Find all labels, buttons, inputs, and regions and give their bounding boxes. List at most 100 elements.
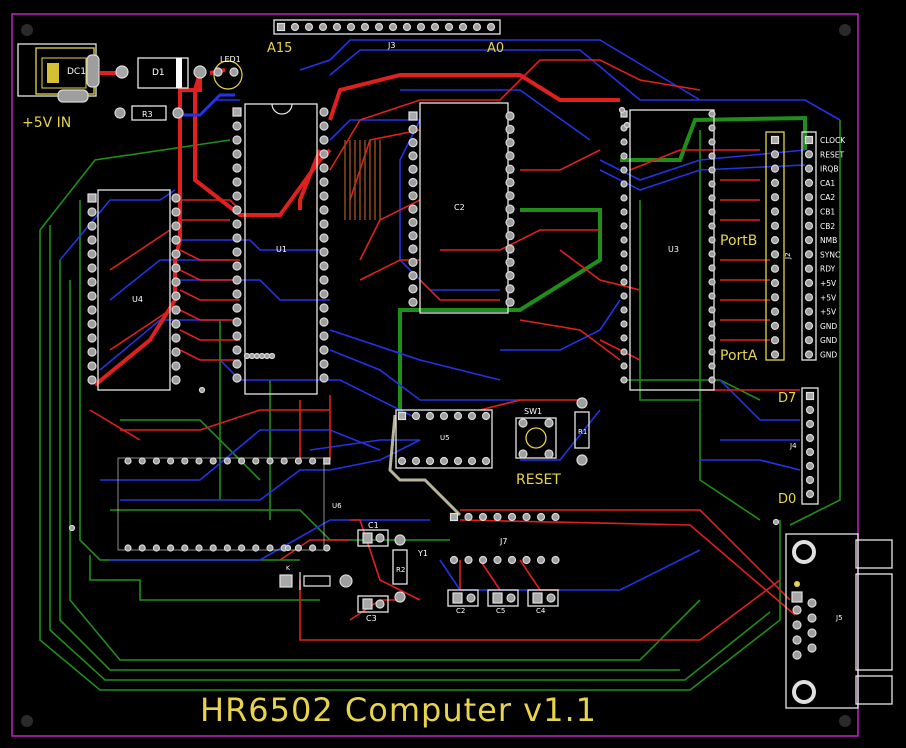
ic-pin [708, 180, 716, 188]
ic-pin [195, 457, 203, 465]
power-trace-blue [180, 93, 235, 117]
header-pin [770, 236, 780, 245]
ref-j3: J3 [387, 41, 395, 50]
header-pin [551, 555, 560, 565]
ic-pin [232, 121, 242, 131]
ic-pin [232, 149, 242, 159]
header-pin [374, 22, 384, 32]
header-pin [478, 555, 488, 565]
header-pin [770, 135, 780, 145]
ic-pin [171, 249, 181, 259]
ic-pin [232, 135, 242, 145]
ic-pin [505, 244, 515, 254]
ic-pin [620, 320, 628, 328]
ic-pin [319, 107, 329, 117]
ic-pin [309, 544, 317, 552]
ic-pin [223, 457, 231, 465]
header-pin [804, 236, 814, 245]
header-pin [770, 350, 780, 359]
ic-pin [319, 373, 329, 383]
ic-pin [319, 359, 329, 369]
header-pin [804, 293, 814, 302]
capacitor-c1: C1 [357, 521, 389, 547]
ic-pin [87, 361, 97, 371]
ic-pin [505, 204, 515, 214]
header-pin [770, 193, 780, 202]
ref-u4: U4 [132, 295, 143, 304]
reset-switch-sw1[interactable]: SW1 [515, 407, 557, 459]
header-pin-label: GND [820, 351, 837, 360]
ic-pin [408, 217, 418, 227]
ic-pin [505, 151, 515, 161]
header-pin [318, 22, 328, 32]
ic-pin [408, 177, 418, 188]
top-layer-traces [89, 59, 800, 641]
ic-pin [408, 231, 418, 241]
ic-pin [232, 345, 242, 355]
ic-pin [708, 334, 716, 342]
header-pin-label: CLOCK [820, 136, 846, 145]
ic-pin [505, 111, 515, 121]
ic-pin [171, 291, 181, 301]
ic-pin [266, 457, 274, 465]
header-pin [805, 489, 815, 499]
ic-pin [708, 348, 716, 356]
ic-pin [319, 191, 329, 201]
ic-pin [87, 207, 97, 217]
ic-pin [708, 264, 716, 272]
ic-pin [408, 297, 418, 307]
header-pin [805, 447, 815, 457]
header-pin-label: NMB [820, 236, 837, 245]
header-pin [770, 164, 780, 173]
header-pin-label: GND [820, 322, 837, 331]
header-j2: J2 [765, 131, 817, 361]
ic-pin [323, 457, 331, 465]
ref-sw1: SW1 [524, 407, 542, 416]
ref-j5: J5 [835, 614, 843, 622]
ic-pin [232, 233, 242, 243]
via [243, 352, 251, 360]
header-pin [804, 178, 814, 187]
header-pin [805, 461, 815, 471]
capacitor-c2: C2 [447, 589, 479, 615]
header-pin [804, 350, 814, 359]
header-pin [804, 207, 814, 216]
ic-pin [319, 317, 329, 327]
ic-pin [505, 284, 515, 294]
mounting-holes [21, 24, 851, 727]
ic-pin [708, 110, 716, 118]
ic-pin [209, 457, 217, 465]
header-pin [770, 221, 780, 230]
ic-pin [319, 345, 329, 355]
ic-pin [87, 221, 97, 231]
ref-c1: C1 [368, 521, 379, 530]
ref-r1: R1 [578, 428, 587, 436]
ic-pin [124, 544, 132, 552]
d7-label: D7 [778, 391, 796, 406]
header-pin [804, 264, 814, 273]
ic-pin [232, 289, 242, 299]
ic-pin [232, 191, 242, 201]
ic-pin [408, 204, 418, 214]
bus-trace-bundle [344, 140, 381, 220]
ic-pin [467, 456, 477, 466]
header-pin [493, 555, 502, 565]
resistor-r1: R1 [574, 397, 590, 466]
header-pin-labels: CLOCKRESETIRQBCA1CA2CB1CB2NMBSYNCRDY+5V+… [820, 136, 846, 360]
ic-u3: U3 [620, 109, 716, 391]
ic-pin [708, 306, 716, 314]
ic-pin [319, 205, 329, 215]
header-pin [804, 307, 814, 316]
via [68, 524, 76, 532]
ic-pin [87, 305, 97, 315]
ref-u2: C2 [454, 203, 465, 212]
ic-pin [319, 331, 329, 341]
ic-pin [620, 376, 628, 384]
ic-pin [620, 180, 628, 188]
ic-pin [319, 289, 329, 299]
header-pin-label: IRQB [820, 165, 838, 174]
ref-c5: C5 [496, 607, 505, 615]
ic-pin [620, 208, 628, 216]
ic-pin [708, 138, 716, 146]
